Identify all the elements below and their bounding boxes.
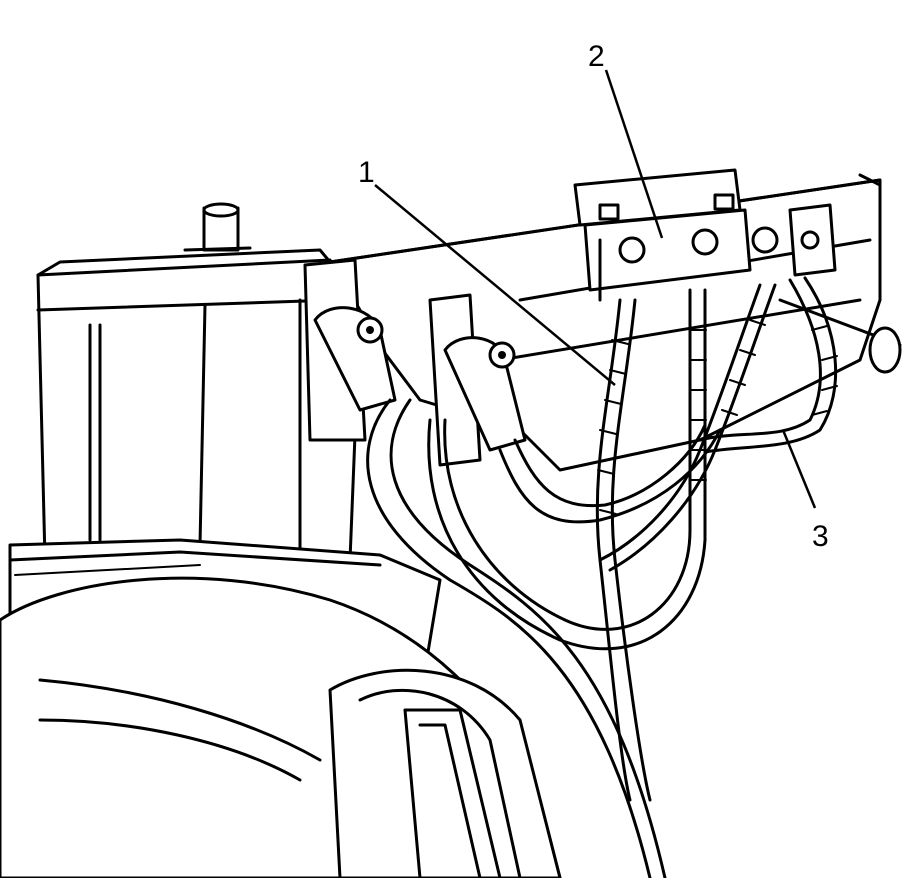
callout-2: 2 — [588, 40, 605, 73]
battery-terminals — [303, 258, 527, 467]
junction-block — [573, 168, 837, 302]
leader-line-2 — [604, 69, 664, 239]
leader-line-1 — [374, 184, 616, 386]
battery-cables — [366, 276, 838, 878]
callout-1: 1 — [358, 156, 375, 189]
callout-labels: 1 2 3 — [358, 40, 829, 553]
callout-3: 3 — [812, 520, 829, 553]
battery — [36, 202, 362, 562]
leader-line-3 — [781, 429, 817, 509]
inner-fender — [0, 576, 562, 878]
callout-leaders — [374, 69, 817, 509]
